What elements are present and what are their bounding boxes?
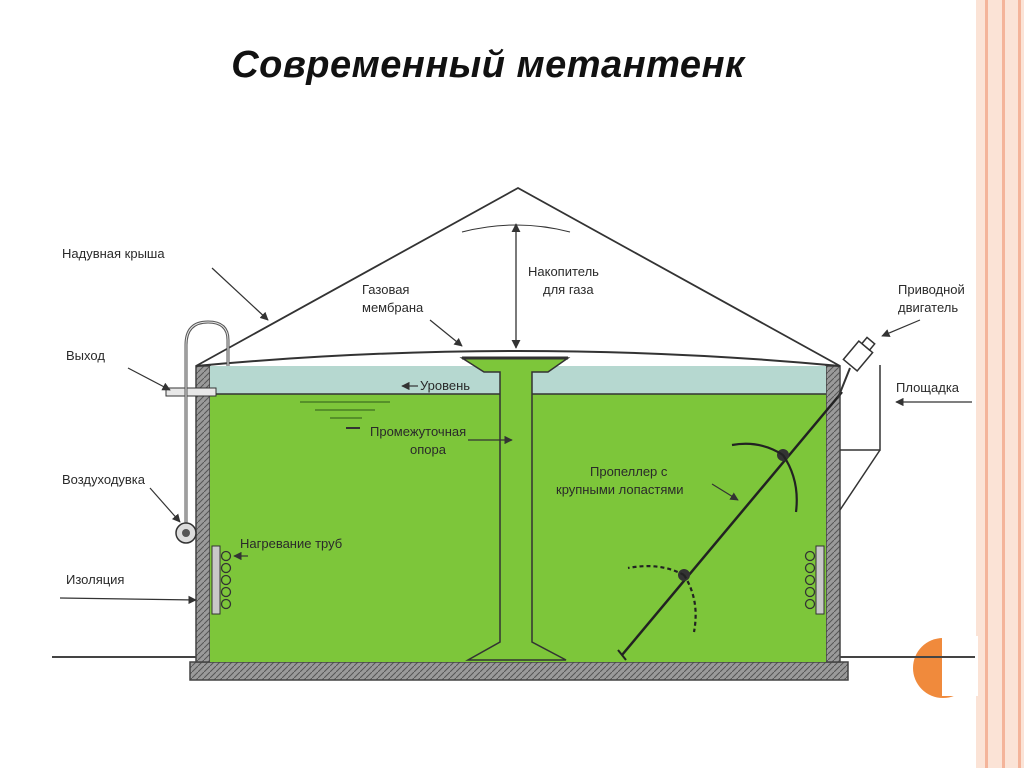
heating-coil <box>804 550 816 562</box>
decorative-line <box>1002 0 1005 768</box>
propeller-blade <box>683 574 697 633</box>
heating-pipe-left <box>211 545 221 615</box>
foundation-slab <box>189 661 849 681</box>
membrane-arc-mark <box>461 224 571 233</box>
heating-coil <box>220 550 232 562</box>
propeller-leader <box>711 483 739 501</box>
heating-coil <box>220 562 232 574</box>
label-platform: Площадка <box>896 380 960 395</box>
motor-leader <box>881 319 921 337</box>
heating-coil <box>804 574 816 586</box>
label-gas-storage-1: Накопитель <box>528 264 599 279</box>
outlet-pipe <box>165 387 217 397</box>
decorative-side-band <box>976 0 1024 768</box>
heating-coil <box>220 574 232 586</box>
propeller-shaft <box>621 391 843 656</box>
inflatable-roof <box>195 186 841 367</box>
label-outlet: Выход <box>66 348 105 363</box>
label-support-2: опора <box>410 442 447 457</box>
roof-leader <box>211 267 269 321</box>
label-propeller-2: крупными лопастями <box>556 482 684 497</box>
propeller-blade <box>782 454 798 513</box>
drive-motor <box>842 336 876 373</box>
platform-brace <box>839 449 881 511</box>
heating-coil <box>804 598 816 610</box>
label-gas-storage-2: для газа <box>543 282 594 297</box>
heating-coil <box>804 562 816 574</box>
label-inflatable-roof: Надувная крыша <box>62 246 165 261</box>
label-pipe-heating: Нагревание труб <box>240 536 342 551</box>
shaft-foot <box>617 649 627 661</box>
decorative-mask <box>942 636 978 696</box>
decorative-line <box>985 0 988 768</box>
heating-coil <box>804 586 816 598</box>
label-gas-membrane-2: мембрана <box>362 300 424 315</box>
central-support <box>459 357 571 661</box>
propeller-blade <box>731 442 784 456</box>
label-drive-motor-1: Приводной <box>898 282 965 297</box>
heating-pipe-right <box>815 545 825 615</box>
outlet-leader <box>127 367 171 391</box>
insulation-leader <box>59 595 197 605</box>
tank-wall-left <box>195 365 211 663</box>
decorative-line <box>1018 0 1021 768</box>
propeller-blade <box>627 565 685 576</box>
membrane-leader <box>429 319 463 347</box>
blower-leader <box>149 487 181 523</box>
label-gas-membrane-1: Газовая <box>362 282 409 297</box>
heating-coil <box>220 586 232 598</box>
label-support-1: Промежуточная <box>370 424 466 439</box>
gas-membrane <box>195 350 841 367</box>
label-insulation: Изоляция <box>66 572 124 587</box>
heating-coil <box>220 598 232 610</box>
blower-pipe-inner <box>185 321 229 532</box>
label-propeller-1: Пропеллер с <box>590 464 668 479</box>
slide-title: Современный метантенк <box>231 44 745 86</box>
motor-coupling <box>837 367 851 399</box>
label-drive-motor-2: двигатель <box>898 300 958 315</box>
label-level: Уровень <box>420 378 470 393</box>
blower-hub <box>182 529 190 537</box>
label-blower: Воздуходувка <box>62 472 146 487</box>
